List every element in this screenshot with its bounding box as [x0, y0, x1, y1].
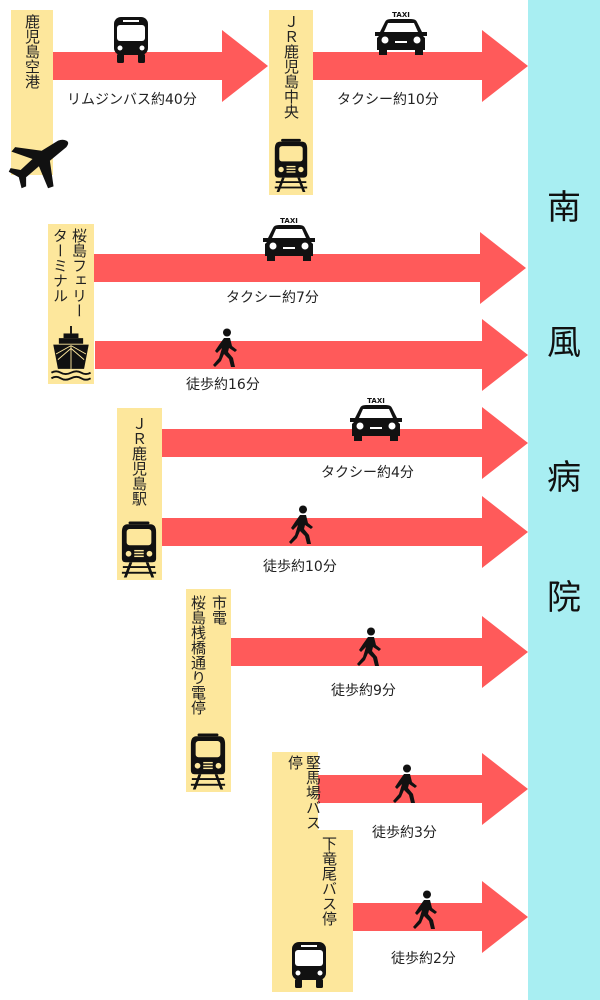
station-ferry-name-line2: ターミナル [51, 228, 69, 303]
hospital-name-char: 院 [547, 578, 581, 618]
walking-person-icon [390, 764, 420, 804]
station-tram-name-line1: 市電 [210, 595, 228, 625]
arrow-shimotatsuo-walk [353, 881, 528, 953]
station-shimotatsuo-bus-stop: 下竜尾バス停 [272, 830, 353, 992]
arrow-jr-kagoshima-walk [162, 496, 528, 568]
hospital-name-char: 風 [547, 323, 581, 363]
arrow-jr-kagoshima-taxi [162, 407, 528, 479]
walking-person-icon [354, 627, 384, 667]
walking-person-icon [210, 328, 240, 368]
station-jr-chuo-name: ＪＲ鹿児島中央 [282, 14, 300, 119]
arrow-ferry-walk [95, 319, 528, 391]
station-tateba-name: 堅馬場バス停 [286, 755, 322, 830]
route-label: 徒歩約3分 [372, 825, 437, 841]
arrow-airport-to-jr-chuo [52, 30, 268, 102]
route-label: 徒歩約10分 [263, 559, 337, 575]
route-label: リムジンバス約40分 [67, 92, 197, 108]
station-shimotatsuo-name: 下竜尾バス停 [320, 836, 338, 926]
route-label: 徒歩約9分 [331, 683, 396, 699]
hospital-name-char: 南 [547, 188, 581, 228]
ship-icon [50, 326, 92, 382]
airplane-icon [6, 138, 70, 190]
taxi-icon [371, 10, 431, 56]
station-tateba-bus-stop: 堅馬場バス停 [272, 752, 322, 832]
bus-icon [111, 15, 151, 65]
arrow-jr-chuo-to-hospital [312, 30, 528, 102]
route-label: タクシー約10分 [337, 92, 439, 108]
station-ferry-name-line1: 桜島フェリー [70, 228, 88, 318]
hospital-name-char: 病 [547, 458, 581, 498]
station-airport-name: 鹿児島空港 [23, 14, 41, 89]
bus-icon [289, 940, 329, 990]
train-icon [273, 137, 309, 193]
walking-person-icon [410, 890, 440, 930]
arrow-ferry-taxi [93, 232, 526, 304]
taxi-icon [346, 396, 406, 442]
station-sakurajima-ferry-terminal: 桜島フェリー ターミナル [48, 224, 94, 384]
station-tram-name-line2: 桜島桟橋通り電停 [189, 595, 207, 715]
route-label: タクシー約7分 [226, 290, 319, 306]
station-jr-kagoshima-name: ＪＲ鹿児島駅 [130, 416, 148, 506]
route-label: 徒歩約16分 [186, 377, 260, 393]
arrow-tateba-walk [317, 753, 528, 825]
route-label: 徒歩約2分 [391, 951, 456, 967]
walking-person-icon [286, 505, 316, 545]
train-icon [120, 520, 158, 578]
route-label: タクシー約4分 [321, 465, 414, 481]
taxi-icon [259, 216, 319, 262]
tram-icon [189, 732, 227, 790]
arrow-tram-walk [231, 616, 528, 688]
destination-hospital-panel: 南 風 病 院 [528, 0, 600, 1000]
